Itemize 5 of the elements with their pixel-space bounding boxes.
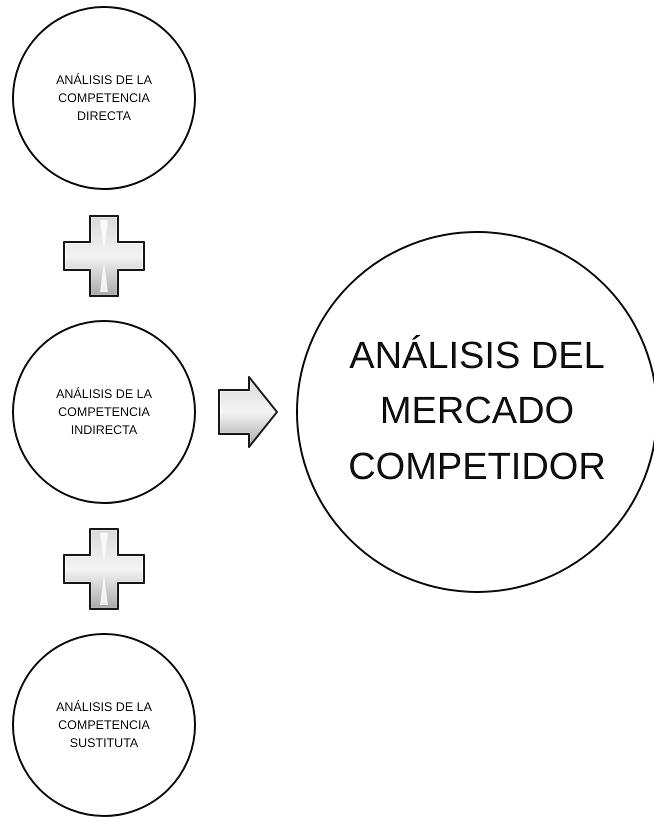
block-arrow (218, 376, 278, 448)
node-label: ANÁLISIS DE LA COMPETENCIA INDIRECTA (55, 386, 153, 440)
node-label: ANÁLISIS DEL MERCADO COMPETIDOR (347, 334, 607, 490)
node-label: ANÁLISIS DE LA COMPETENCIA SUSTITUTA (55, 698, 153, 752)
node-label: ANÁLISIS DE LA COMPETENCIA DIRECTA (55, 72, 153, 126)
